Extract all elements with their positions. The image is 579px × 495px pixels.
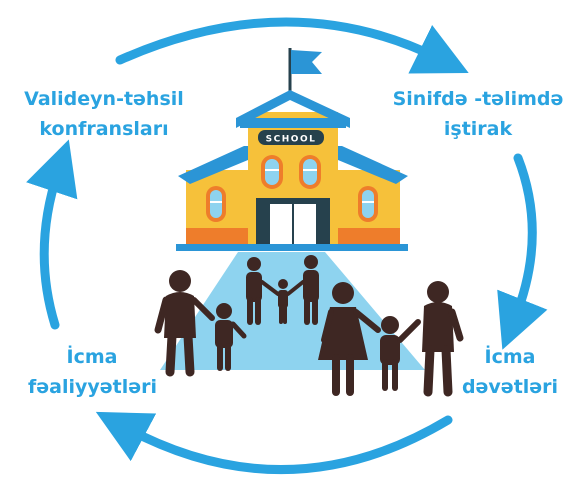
label-community-activities: İcma fəaliyyətləri <box>28 342 158 402</box>
label-line: İcma <box>484 346 536 368</box>
family-right <box>318 281 464 397</box>
label-line: Sinifdə -təlimdə <box>392 88 564 110</box>
family-left <box>154 270 247 377</box>
label-line: Valideyn-təhsil <box>24 88 184 110</box>
center-roof <box>236 90 350 128</box>
flag-icon <box>291 50 322 74</box>
left-roof <box>178 146 262 184</box>
families <box>154 255 464 397</box>
label-line: dəvətləri <box>461 376 559 398</box>
wing-windows <box>206 186 378 222</box>
label-line: konfransları <box>39 118 169 140</box>
label-classroom-participation: Sinifdə -təlimdə iştirak <box>383 84 573 144</box>
tower-windows <box>261 155 321 189</box>
label-line: İcma <box>66 346 118 368</box>
label-line: iştirak <box>443 118 513 140</box>
arrow-top <box>115 17 469 74</box>
family-back <box>246 255 319 325</box>
label-community-invitations: İcma dəvətləri <box>456 342 564 402</box>
cycle-arrows <box>26 17 548 475</box>
school-ground <box>176 244 408 251</box>
right-roof <box>324 146 408 184</box>
label-line: fəaliyyətləri <box>28 376 158 398</box>
arrow-left <box>26 139 78 330</box>
school-sign <box>258 130 324 145</box>
arrow-right <box>497 153 548 350</box>
school-illustration: SCHOOL <box>176 48 408 251</box>
base-band-right <box>338 228 400 246</box>
base-band-left <box>186 228 248 246</box>
school-sign-text: SCHOOL <box>266 135 317 145</box>
label-parent-education-conferences: Valideyn-təhsil konfransları <box>6 84 202 144</box>
arrow-bottom <box>95 411 453 475</box>
tower-cap <box>240 118 346 128</box>
